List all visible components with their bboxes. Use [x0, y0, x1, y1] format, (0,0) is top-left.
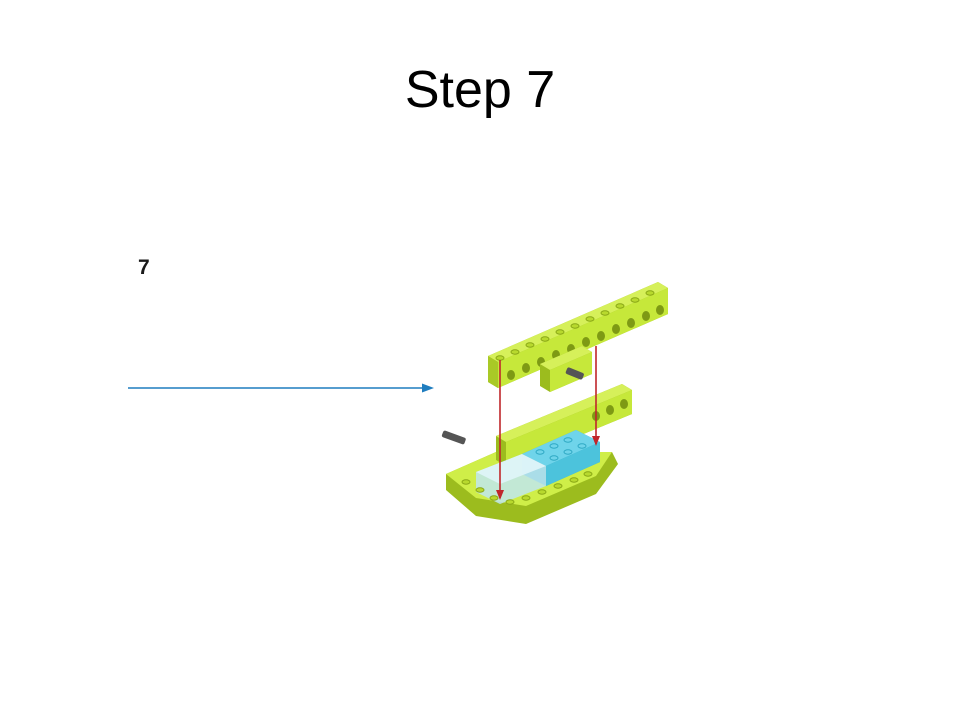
lego-assembly-icon [441, 282, 668, 524]
slide-title: Step 7 [404, 61, 556, 119]
upper-beams [488, 282, 668, 392]
pointer-arrow-icon [128, 383, 434, 393]
step-number: 7 [138, 256, 150, 279]
drop-arrows [496, 346, 600, 500]
lower-base [441, 384, 632, 524]
